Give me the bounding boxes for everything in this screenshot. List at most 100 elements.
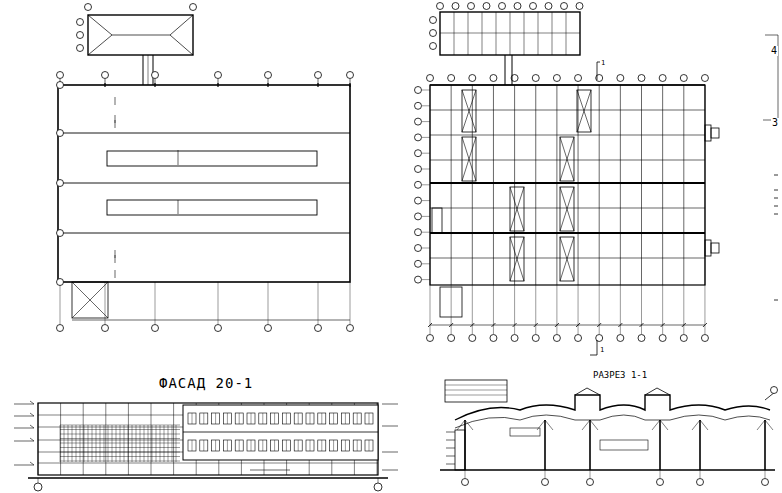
- axis-marker: [680, 75, 687, 82]
- outline-rect: [306, 413, 314, 424]
- drawing-line: [298, 413, 299, 424]
- drawing-line: [83, 403, 84, 475]
- drawing-line: [446, 448, 455, 449]
- drawing-line: [60, 403, 61, 475]
- drawing-line: [112, 35, 170, 36]
- axis-marker: [415, 150, 422, 157]
- drawing-line: [430, 135, 705, 136]
- drawing-line: [544, 420, 546, 470]
- drawing-line: [514, 285, 515, 334]
- outline-rect: [510, 187, 524, 231]
- axis-marker: [448, 75, 455, 82]
- drawing-line: [239, 413, 240, 424]
- axis-marker: [452, 3, 459, 10]
- drawing-line: [774, 198, 778, 199]
- drawing-line: [274, 413, 275, 424]
- drawing-line: [446, 432, 455, 433]
- outline-rect: [330, 440, 338, 451]
- drawing-line: [30, 401, 34, 404]
- drawing-line: [446, 456, 455, 457]
- drawing-line: [321, 413, 322, 424]
- drawing-line: [659, 420, 661, 470]
- drawing-line: [286, 440, 287, 451]
- axis-marker: [659, 335, 666, 342]
- drawing-line: [700, 470, 701, 478]
- drawing-line: [72, 320, 350, 321]
- outline-rect: [365, 440, 373, 451]
- outline-rect: [560, 187, 574, 231]
- drawing-line: [599, 285, 600, 334]
- drawing-line: [552, 12, 553, 55]
- outline-rect: [223, 440, 231, 451]
- drawing-line: [578, 285, 579, 334]
- drawing-line: [422, 153, 430, 154]
- outline-rect: [705, 240, 711, 256]
- drawing-line: [462, 90, 476, 132]
- drawing-line: [566, 12, 567, 55]
- drawing-line: [60, 282, 61, 324]
- drawing-line: [620, 85, 621, 285]
- drawing-line: [462, 137, 476, 181]
- drawing-line: [60, 447, 180, 448]
- axis-marker: [152, 72, 159, 79]
- drawing-line: [430, 285, 431, 334]
- drawing-line: [30, 413, 34, 416]
- drawing-line: [38, 403, 39, 475]
- axis-marker: [430, 30, 437, 37]
- drawing-line: [60, 434, 180, 435]
- drawing-line: [451, 285, 452, 334]
- axis-marker: [553, 75, 560, 82]
- drawing-line: [250, 470, 290, 471]
- drawing-line: [203, 413, 204, 424]
- drawing-line: [699, 420, 701, 470]
- axis-marker: [265, 325, 272, 332]
- drawing-line: [510, 237, 524, 281]
- drawing-line: [382, 452, 398, 453]
- axis-marker: [215, 325, 222, 332]
- drawing-line: [382, 426, 398, 427]
- drawing-line: [535, 85, 536, 285]
- drawing-line: [446, 440, 455, 441]
- drawing-line: [505, 55, 506, 85]
- drawing-line: [465, 470, 466, 478]
- drawing-line: [192, 440, 193, 451]
- drawing-line: [378, 478, 379, 483]
- drawing-line: [422, 248, 430, 249]
- axis-marker: [415, 213, 422, 220]
- drawing-line: [267, 83, 268, 87]
- drawing-line: [765, 420, 773, 430]
- outline-rect: [88, 15, 193, 55]
- axis-marker: [347, 72, 354, 79]
- drawing-line: [317, 83, 318, 87]
- outline-rect: [200, 440, 208, 451]
- axis-marker: [462, 479, 469, 486]
- drawing-line: [446, 464, 455, 465]
- drawing-line: [72, 282, 108, 318]
- drawing-line: [105, 282, 106, 324]
- drawing-line: [28, 477, 388, 478]
- drawing-line: [645, 388, 657, 395]
- drawing-line: [430, 84, 705, 86]
- drawing-line: [774, 190, 778, 191]
- drawing-line: [14, 441, 34, 442]
- axis-marker: [85, 4, 92, 11]
- outline-rect: [188, 440, 196, 451]
- drawing-line: [660, 470, 661, 478]
- outline-rect: [271, 440, 279, 451]
- axis-marker: [575, 75, 582, 82]
- axis-marker: [638, 335, 645, 342]
- drawing-line: [560, 187, 574, 231]
- drawing-line: [652, 420, 660, 430]
- drawing-line: [545, 470, 546, 478]
- drawing-line: [173, 403, 174, 475]
- outline-rect: [212, 413, 220, 424]
- axis-marker: [530, 3, 537, 10]
- drawing-line: [115, 97, 116, 105]
- drawing-line: [774, 300, 778, 301]
- drawing-line: [60, 425, 180, 426]
- drawing-line: [310, 413, 311, 424]
- axis-marker: [483, 3, 490, 10]
- drawing-line: [251, 440, 252, 451]
- drawing-line: [662, 85, 663, 285]
- callout-number: 1: [600, 60, 606, 67]
